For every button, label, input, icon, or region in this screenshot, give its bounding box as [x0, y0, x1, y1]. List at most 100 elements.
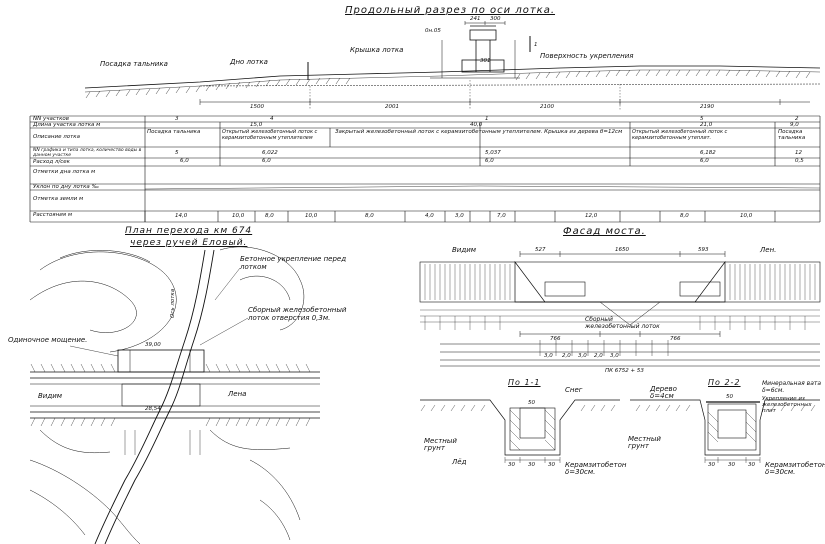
label-reinforce: Укрепление из железобетонных плит [762, 396, 812, 414]
label-ground-1: Местный грунт [424, 437, 457, 452]
row-bottom-elev: Отметки дна лотка м [33, 169, 96, 175]
plan-dim-1: 39,00 [145, 342, 161, 348]
cell-desc-3: Закрытый железобетонный лоток с керамзит… [335, 129, 623, 135]
row-slope: Уклон по дну лотка ‰ [33, 184, 99, 190]
elev-top: 0н.05 [425, 28, 441, 34]
row-graph: NN графика и типа лотка, количество воды… [33, 148, 142, 158]
facade-dim-1: 527 [535, 247, 546, 253]
s22-dim-4: 50 [726, 394, 733, 400]
cell-length-1: 15,0 [250, 122, 263, 128]
label-wellhead: Посадка тальника [100, 60, 168, 68]
label-mineral: Минеральная вата δ=6см. [762, 380, 822, 394]
cell-flow-2: 6,0 [262, 158, 271, 164]
s11-dim-3: 30 [548, 462, 555, 468]
cell-length-2: 40,0 [470, 122, 483, 128]
facade-spacing-2: 2,0 [562, 353, 571, 359]
section11-title: По 1-1 [508, 378, 541, 387]
facade-spacing-3: 3,0 [578, 353, 587, 359]
s11-dim-2: 30 [528, 462, 535, 468]
cell-desc-2: Открытый железобетонный лоток с керамзит… [222, 129, 318, 141]
facade-title: Фасад моста. [563, 226, 646, 237]
facade-spacing-5: 3,0 [610, 353, 619, 359]
label-tray-bottom: Дно лотка [230, 58, 268, 66]
facade-dim-4: 766 [550, 336, 561, 342]
elev-mid: 301 [480, 58, 491, 64]
span-3: 2100 [540, 104, 554, 110]
cell-flow-4: 6,0 [700, 158, 709, 164]
dist-9: 12,0 [585, 213, 598, 219]
dist-11: 10,0 [740, 213, 753, 219]
label-paving: Одиночное мощение. [8, 336, 88, 344]
label-trays: Сборный железобетонный лоток [585, 316, 660, 330]
label-ground-2: Местный грунт [628, 435, 661, 450]
cell-flow-3: 6,0 [485, 158, 494, 164]
label-ice: Лёд [452, 458, 467, 466]
span-4: 2190 [700, 104, 714, 110]
row-flow: Расход л/сек [33, 159, 70, 165]
dist-2: 10,0 [232, 213, 245, 219]
label-stream-axis: Ось лотка [170, 288, 176, 318]
label-vidim-facade: Видим [452, 246, 477, 254]
row-lengths: Длина участка лотка м [33, 122, 101, 128]
plan-dim-2: 28,54 [145, 406, 161, 412]
cell-graph-5: 12 [795, 150, 802, 156]
facade-dim-3: 593 [698, 247, 709, 253]
cell-desc-5: Посадка тальника [778, 129, 806, 141]
dist-5: 8,0 [365, 213, 374, 219]
dist-1: 14,0 [175, 213, 188, 219]
label-vidim-plan: Видим [38, 392, 63, 400]
dim-top-2: 300 [490, 16, 501, 22]
label-snow: Снег [565, 386, 583, 394]
dist-10: 8,0 [680, 213, 689, 219]
cell-section-3: 1 [485, 116, 489, 122]
dist-3: 8,0 [265, 213, 274, 219]
s22-dim-3: 30 [748, 462, 755, 468]
cell-graph-2: 6,022 [262, 150, 278, 156]
row-sections: NN участков [33, 116, 70, 122]
cell-desc-4: Открытый железобетонный лоток с керамзит… [632, 129, 728, 141]
cell-flow-1: 6,0 [180, 158, 189, 164]
facade-dim-2: 1650 [615, 247, 629, 253]
label-lena-facade: Лен. [760, 246, 777, 254]
section22-title: По 2-2 [708, 378, 741, 387]
facade-dim-5: 766 [670, 336, 681, 342]
cell-flow-5: 0,5 [795, 158, 804, 164]
cell-length-3: 21,0 [700, 122, 713, 128]
label-tray-cover: Крышка лотка [350, 46, 404, 54]
label-reinforcement-surface: Поверхность укрепления [540, 52, 634, 60]
cell-section-4: 5 [700, 116, 704, 122]
span-1: 1500 [250, 104, 264, 110]
label-tray: Сборный железобетонный лоток отверстия 0… [248, 306, 347, 322]
label-insul-2: Керамзитобетон δ=30см. [765, 461, 825, 476]
s11-dim-1: 30 [508, 462, 515, 468]
label-lena-plan: Лена [228, 390, 247, 398]
cell-section-2: 4 [270, 116, 274, 122]
label-concrete-reinf: Бетонное укрепление перед лотком [240, 255, 347, 271]
label-pk: ПК 6752 + 53 [605, 368, 644, 374]
row-ground-elev: Отметка земли м [33, 196, 84, 202]
s22-dim-2: 30 [728, 462, 735, 468]
cell-graph-1: 5 [175, 150, 179, 156]
dist-7: 3,0 [455, 213, 464, 219]
cell-section-1: 3 [175, 116, 179, 122]
facade-spacing-1: 3,0 [544, 353, 553, 359]
section-mark: 1 [534, 42, 538, 48]
plan-title-2: через ручей Еловый. [130, 238, 248, 248]
cell-desc-1: Посадка тальника [147, 129, 201, 135]
row-desc: Описание лотка [33, 134, 80, 140]
profile-title: Продольный разрез по оси лотка. [345, 5, 556, 16]
dist-8: 7,0 [497, 213, 506, 219]
dist-4: 10,0 [305, 213, 318, 219]
dist-6: 4,0 [425, 213, 434, 219]
plan-title-1: План перехода км 674 [125, 226, 253, 236]
cell-section-5: 2 [795, 116, 799, 122]
row-distances: Расстояния м [33, 212, 72, 218]
cell-graph-3: 5,037 [485, 150, 501, 156]
label-wood: Дерево δ=4см [650, 385, 677, 400]
cell-length-4: 9,0 [790, 122, 799, 128]
facade-spacing-4: 2,0 [594, 353, 603, 359]
dim-top-1: 241 [470, 16, 481, 22]
span-2: 2001 [385, 104, 399, 110]
